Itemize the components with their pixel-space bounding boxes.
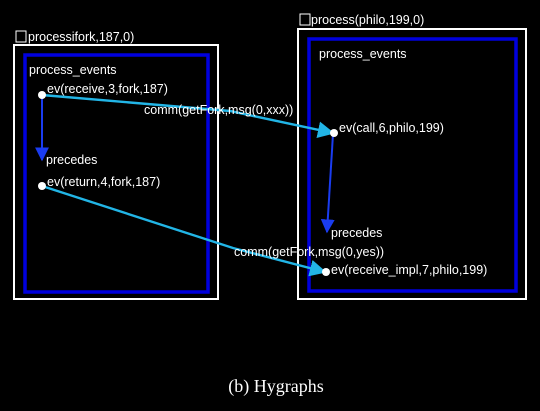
right-precedes-label: precedes: [331, 226, 382, 240]
comm-label-2: comm(getFork,msg(0,yes)): [234, 245, 384, 259]
right-process-title: process(philo,199,0): [311, 13, 424, 27]
right-event-node-1[interactable]: [330, 129, 338, 137]
right-process[interactable]: process(philo,199,0) process_events: [297, 13, 527, 300]
left-process-outer-box: [13, 44, 219, 300]
right-process-events-box: [307, 37, 518, 293]
left-precedes-label: precedes: [46, 153, 97, 167]
left-event-label-1: ev(receive,3,fork,187): [47, 82, 168, 96]
left-process-icon: [15, 30, 27, 43]
left-event-node-2[interactable]: [38, 182, 46, 190]
right-process-icon: [299, 13, 311, 26]
left-event-node-1[interactable]: [38, 91, 46, 99]
comm-label-1: comm(getFork,msg(0,xxx)): [144, 103, 293, 117]
left-process-events-label: process_events: [29, 63, 117, 77]
left-process[interactable]: processifork,187,0) process_events: [13, 30, 219, 300]
right-event-label-2: ev(receive_impl,7,philo,199): [331, 263, 487, 277]
comm-edge-1: [41, 93, 335, 139]
right-event-node-2[interactable]: [322, 268, 330, 276]
left-process-events-box: [23, 53, 210, 294]
comm-edge-2: [41, 184, 327, 277]
figure-caption: (b) Hygraphs: [228, 376, 323, 397]
right-event-label-1: ev(call,6,philo,199): [339, 121, 444, 135]
left-process-title: processifork,187,0): [28, 30, 134, 44]
right-precedes-edge: [320, 133, 335, 234]
right-process-outer-box: [297, 28, 527, 300]
right-process-events-label: process_events: [319, 47, 407, 61]
left-event-label-2: ev(return,4,fork,187): [47, 175, 160, 189]
